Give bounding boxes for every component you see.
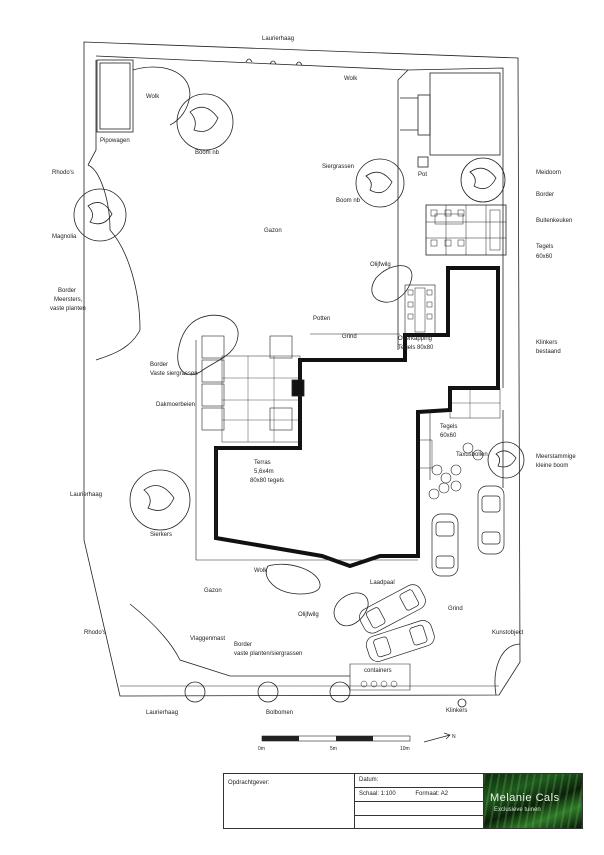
tree-meerstammige: [487, 441, 525, 479]
label-tegels-right-1: Tegels: [536, 244, 553, 250]
label-gazon-bottom: Gazon: [204, 588, 222, 594]
label-taxusbollen: Taxusbollen: [456, 452, 488, 458]
label-meidoorn: Meidoorn: [536, 170, 561, 176]
label-border-siergrassen-1: Border: [150, 362, 168, 368]
label-magnolia: Magnolia: [52, 234, 77, 240]
label-klinkers-bottom: Klinkers: [446, 708, 467, 714]
tree-boom-nb-top: [176, 93, 234, 151]
hedge-line: [95, 55, 504, 262]
scale-tick-0: 0m: [258, 746, 265, 752]
label-gazon-top: Gazon: [264, 228, 282, 234]
north-arrow-icon: [423, 732, 451, 743]
label-klinkers-bestaand-2: bestaand: [536, 349, 561, 355]
label-border-meersters-1: Border: [58, 288, 76, 294]
scale-row: Schaal: 1:100 Formaat: A2: [355, 788, 483, 802]
client-label: Opdrachtgever:: [228, 780, 270, 786]
label-wolk-top: Wolk: [344, 76, 358, 82]
label-bolbomen: Bolbomen: [266, 710, 293, 716]
house-walls: [214, 266, 500, 569]
garden-plan: Laurierhaag Wolk Wolk Pipowagen Boom nb …: [50, 36, 576, 752]
label-laurierhaag-bottom: Laurierhaag: [146, 710, 178, 716]
label-pot: Pot: [418, 172, 427, 178]
car-left: [431, 513, 459, 577]
label-boom-nb-top: Boom nb: [195, 150, 220, 156]
date-row: Datum:: [355, 774, 483, 788]
label-terras-1: Terras: [254, 460, 271, 466]
label-wolk-bottom: Wolk: [254, 568, 268, 574]
logo-tagline: Exclusieve tuinen: [494, 807, 541, 813]
scale-tick-5: 5m: [330, 746, 337, 752]
logo-brand: Melanie Cals: [490, 792, 560, 804]
label-overkapping-2: Tegels 80x80: [398, 345, 434, 351]
title-block: Opdrachtgever: Datum: Schaal: 1:100 Form…: [223, 773, 583, 829]
label-border-siergrassen-2: Vaste siergrassen: [150, 371, 198, 377]
car-tilt-1: [359, 584, 426, 634]
label-tegels-mid-2: 60x60: [440, 433, 457, 439]
label-grind-bottom: Grind: [448, 606, 463, 612]
car-tilt-2: [365, 620, 435, 662]
label-vlaggenmast: Vlaggenmast: [190, 636, 225, 642]
company-logo: Melanie Cals Exclusieve tuinen: [484, 774, 582, 828]
tree-boom-nb-mid: [355, 158, 405, 208]
label-grind-top: Grind: [342, 334, 357, 340]
label-terras-2: 5,6x4m: [254, 469, 274, 475]
property-boundary: [83, 41, 521, 697]
scale-label: Schaal: 1:100: [359, 791, 396, 797]
label-sierkers: Sierkers: [150, 532, 172, 538]
label-border-meersters-3: vaste planten: [50, 306, 86, 312]
shed: [429, 72, 501, 156]
label-olijfwilg-bottom: Olijfwilg: [298, 612, 319, 618]
label-kunstobject: Kunstobject: [492, 630, 524, 636]
label-rhodos-bottom: Rhodo's: [84, 630, 106, 636]
meta-cell: Datum: Schaal: 1:100 Formaat: A2: [355, 774, 484, 828]
north-label: N: [452, 734, 456, 740]
client-cell: Opdrachtgever:: [224, 774, 355, 828]
scale-tick-10: 10m: [400, 746, 410, 752]
scale-bar: 0m 5m 10m N: [258, 732, 456, 752]
label-meerstammige-1: Meerstammige: [536, 454, 576, 460]
label-border-meersters-2: Meersters,: [54, 297, 83, 303]
label-overkapping-1: Overkapping: [398, 336, 432, 342]
tree-meidoorn: [460, 157, 506, 203]
label-siergrassen: Siergrassen: [322, 164, 354, 170]
logo-grass-texture: [484, 774, 582, 828]
label-dakmoerbeien: Dakmoerbeien: [156, 402, 195, 408]
label-buitenkeuken: Buitenkeuken: [536, 218, 572, 224]
label-boom-nb-mid: Boom nb: [336, 198, 361, 204]
label-tegels-right-2: 60x60: [536, 254, 553, 260]
blank-row-1: [355, 802, 483, 816]
format-label: Formaat: A2: [415, 791, 449, 797]
pipowagen-rect: [96, 59, 134, 133]
car-right: [477, 485, 505, 555]
label-rhodos-left: Rhodo's: [52, 170, 74, 176]
label-terras-3: 80x80 tegels: [250, 478, 284, 484]
label-border-vaste-1: Border: [234, 642, 252, 648]
tree-magnolia: [73, 188, 127, 242]
label-meerstammige-2: kleine boom: [536, 463, 568, 469]
label-wolk-left: Wolk: [146, 94, 160, 100]
label-containers: containers: [364, 668, 392, 674]
label-klinkers-bestaand-1: Klinkers: [536, 340, 557, 346]
label-tegels-mid-1: Tegels: [440, 424, 457, 430]
label-laurierhaag-left: Laurierhaag: [70, 492, 102, 498]
label-laadpaal: Laadpaal: [370, 580, 395, 586]
date-label: Datum:: [359, 777, 379, 783]
label-olijfwilg-top: Olijfwilg: [370, 262, 391, 268]
label-laurierhaag-top: Laurierhaag: [262, 36, 294, 42]
tree-sierkers: [129, 469, 191, 531]
label-pipowagen: Pipowagen: [100, 138, 130, 144]
label-potten: Potten: [313, 316, 330, 322]
label-border-right: Border: [536, 192, 554, 198]
label-border-vaste-2: vaste planten/siergrassen: [234, 651, 302, 657]
terras-grid: [221, 355, 301, 443]
